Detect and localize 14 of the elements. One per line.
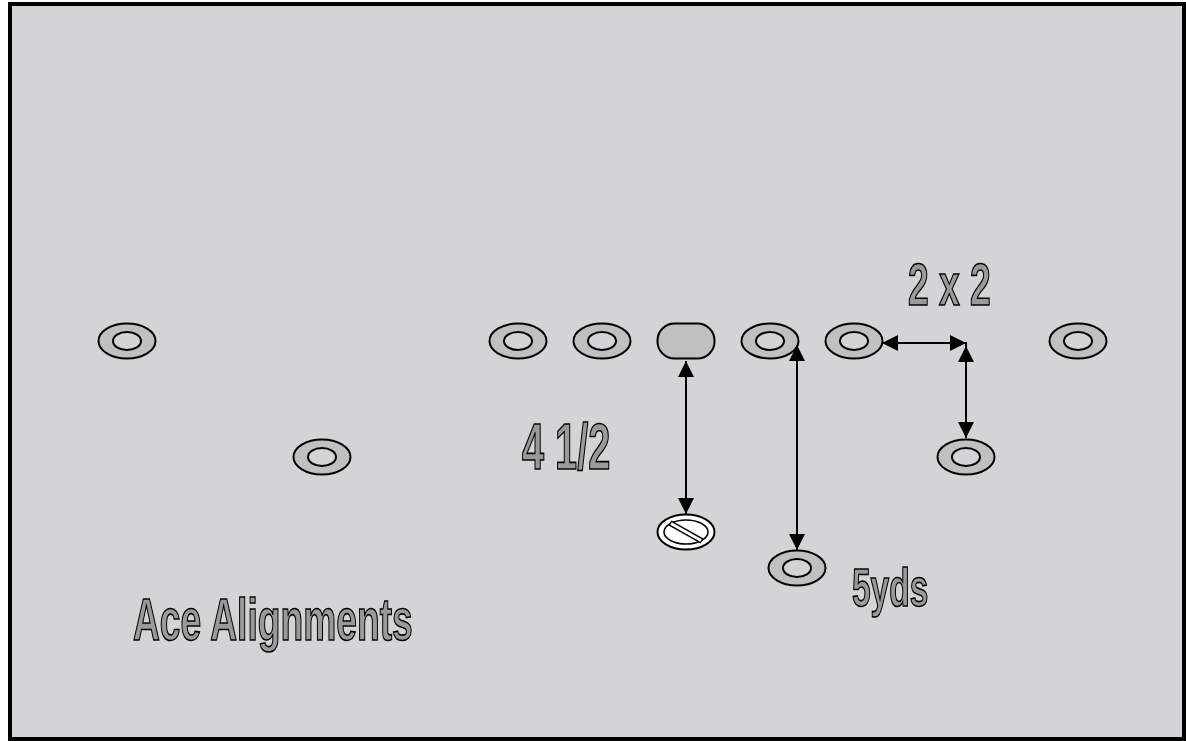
player-oval [740, 322, 800, 360]
player-oval [1048, 322, 1108, 360]
player-oval [97, 322, 157, 360]
player-oval [572, 322, 632, 360]
player-oval [824, 322, 884, 360]
player-oval [292, 438, 352, 476]
quarterback-symbol [656, 513, 716, 551]
diagram-title: Ace Alignments [133, 590, 413, 650]
center-marker [656, 322, 716, 360]
measurement-label: 2 x 2 [908, 255, 991, 315]
player-oval [767, 549, 827, 587]
measurement-label: 4 1/2 [522, 415, 611, 479]
player-oval [488, 322, 548, 360]
player-oval [936, 438, 996, 476]
